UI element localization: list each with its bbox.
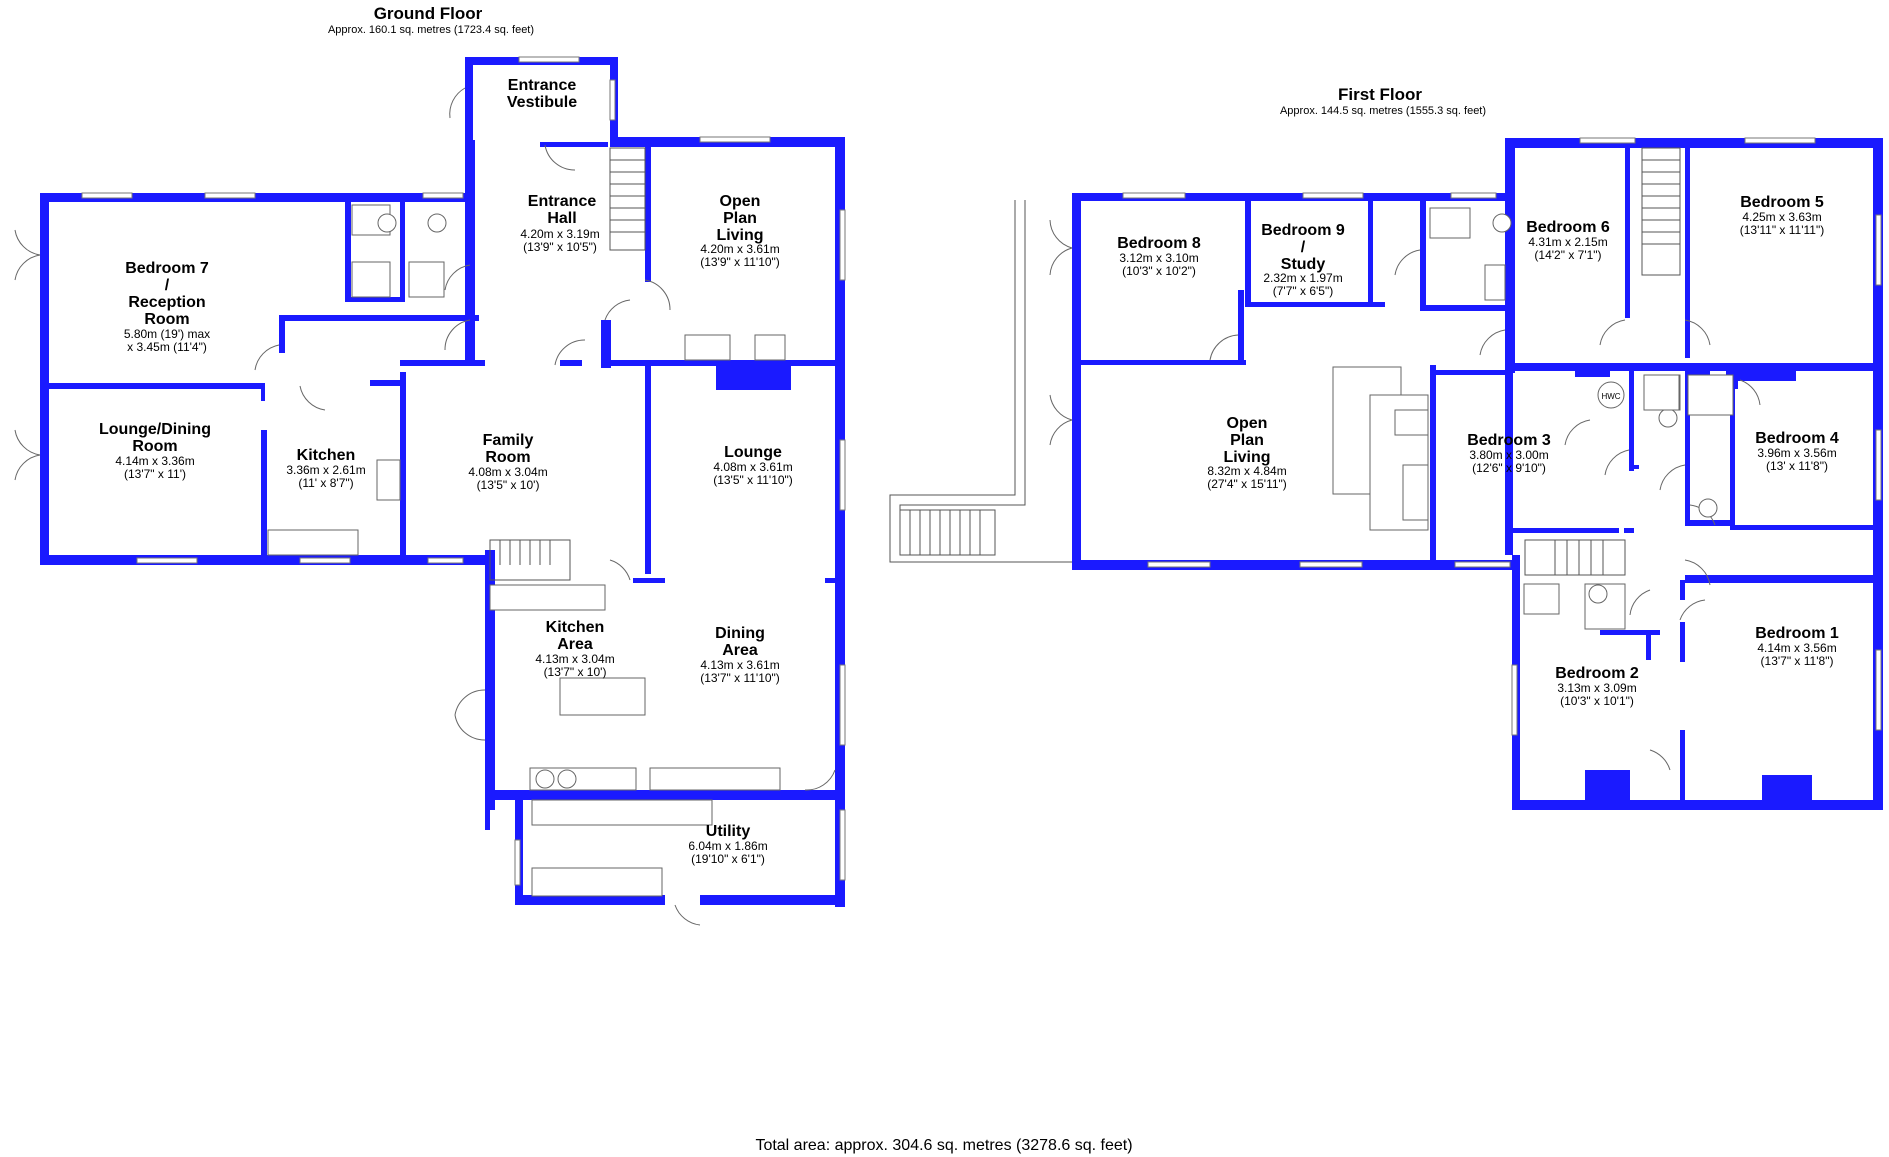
room-dim-entrance-hall-1: 4.20m x 3.19m bbox=[520, 227, 599, 241]
room-dim-open-plan-2: (13'9" x 11'10") bbox=[700, 255, 780, 269]
room-name-kitchen-area-1: Kitchen bbox=[546, 619, 605, 636]
room-name-kitchen: Kitchen bbox=[297, 447, 356, 464]
room-name-bedroom9-1: Bedroom 9 bbox=[1261, 222, 1345, 239]
room-name-bedroom6: Bedroom 6 bbox=[1526, 219, 1610, 236]
room-dim-utility-2: (19'10" x 6'1") bbox=[691, 852, 765, 866]
room-dim-bedroom4-2: (13' x 11'8") bbox=[1766, 459, 1828, 473]
room-dim-bedroom3-2: (12'6" x 9'10") bbox=[1472, 461, 1546, 475]
room-dim-open-plan-ff-2: (27'4" x 15'11") bbox=[1207, 477, 1287, 491]
room-dim-bedroom2-2: (10'3" x 10'1") bbox=[1560, 694, 1634, 708]
room-dim-lounge-dining-2: (13'7" x 11') bbox=[124, 467, 186, 481]
room-name-kitchen-area-2: Area bbox=[557, 636, 593, 653]
first-floor-windows bbox=[1122, 137, 1882, 736]
room-name-bedroom8: Bedroom 8 bbox=[1117, 235, 1201, 252]
room-name-entrance-hall-2: Hall bbox=[547, 210, 576, 227]
room-dim-bedroom2-1: 3.13m x 3.09m bbox=[1557, 681, 1636, 695]
room-name-bedroom7-2: / bbox=[165, 277, 170, 294]
ground-floor-title: Ground Floor bbox=[374, 4, 483, 23]
room-dim-kitchen-area-1: 4.13m x 3.04m bbox=[535, 652, 614, 666]
room-dim-bedroom5-1: 4.25m x 3.63m bbox=[1742, 210, 1821, 224]
room-name-bedroom9-2: / bbox=[1301, 239, 1306, 256]
room-name-bedroom4: Bedroom 4 bbox=[1755, 430, 1839, 447]
room-name-bedroom1: Bedroom 1 bbox=[1755, 625, 1839, 642]
room-dim-bedroom8-1: 3.12m x 3.10m bbox=[1119, 251, 1198, 265]
room-dim-bedroom9-1: 2.32m x 1.97m bbox=[1263, 271, 1342, 285]
room-name-bedroom2: Bedroom 2 bbox=[1555, 665, 1639, 682]
room-dim-family-2: (13'5" x 10') bbox=[477, 478, 540, 492]
room-dim-utility-1: 6.04m x 1.86m bbox=[688, 839, 767, 853]
room-name-vestibule-1: Entrance bbox=[508, 77, 577, 94]
room-dim-bedroom5-2: (13'11" x 11'11") bbox=[1740, 223, 1824, 237]
room-name-open-plan-1: Open bbox=[720, 193, 761, 210]
room-dim-kitchen-2: (11' x 8'7") bbox=[298, 476, 353, 490]
room-name-family-1: Family bbox=[483, 432, 534, 449]
ground-floor-fixtures bbox=[267, 147, 786, 897]
room-dim-open-plan-ff-1: 8.32m x 4.84m bbox=[1207, 464, 1286, 478]
ground-floor-area: Approx. 160.1 sq. metres (1723.4 sq. fee… bbox=[328, 24, 534, 36]
room-name-lounge-dining-1: Lounge/Dining bbox=[99, 421, 211, 438]
ground-floor-plan: Ground Floor Approx. 160.1 sq. metres (1… bbox=[14, 4, 846, 926]
room-dim-lounge-1: 4.08m x 3.61m bbox=[713, 460, 792, 474]
room-name-family-2: Room bbox=[485, 449, 530, 466]
room-dim-bedroom6-2: (14'2" x 7'1") bbox=[1534, 248, 1601, 262]
room-name-open-plan-ff-2: Plan bbox=[1230, 432, 1264, 449]
room-dim-bedroom4-1: 3.96m x 3.56m bbox=[1757, 446, 1836, 460]
room-name-bedroom7-1: Bedroom 7 bbox=[125, 260, 209, 277]
room-dim-bedroom3-1: 3.80m x 3.00m bbox=[1469, 448, 1548, 462]
hwc-label: HWC bbox=[1601, 392, 1620, 401]
room-name-open-plan-2: Plan bbox=[723, 210, 757, 227]
room-name-entrance-hall-1: Entrance bbox=[528, 193, 597, 210]
first-floor-area: Approx. 144.5 sq. metres (1555.3 sq. fee… bbox=[1280, 105, 1486, 117]
room-name-lounge-dining-2: Room bbox=[132, 438, 177, 455]
room-name-vestibule-2: Vestibule bbox=[507, 94, 577, 111]
room-dim-dining-area-1: 4.13m x 3.61m bbox=[700, 658, 779, 672]
room-dim-bedroom6-1: 4.31m x 2.15m bbox=[1528, 235, 1607, 249]
room-name-open-plan-ff-3: Living bbox=[1223, 449, 1270, 466]
room-name-utility: Utility bbox=[706, 823, 751, 840]
room-name-dining-area-1: Dining bbox=[715, 625, 765, 642]
room-name-lounge: Lounge bbox=[724, 444, 782, 461]
room-dim-open-plan-1: 4.20m x 3.61m bbox=[700, 242, 779, 256]
room-name-open-plan-3: Living bbox=[716, 227, 763, 244]
room-name-dining-area-2: Area bbox=[722, 642, 758, 659]
room-dim-kitchen-area-2: (13'7" x 10') bbox=[544, 665, 607, 679]
room-dim-lounge-dining-1: 4.14m x 3.36m bbox=[115, 454, 194, 468]
room-dim-dining-area-2: (13'7" x 11'10") bbox=[700, 671, 780, 685]
room-dim-family-1: 4.08m x 3.04m bbox=[468, 465, 547, 479]
room-name-open-plan-ff-1: Open bbox=[1227, 415, 1268, 432]
room-dim-kitchen-1: 3.36m x 2.61m bbox=[286, 463, 365, 477]
room-dim-bedroom1-1: 4.14m x 3.56m bbox=[1757, 641, 1836, 655]
external-stairs bbox=[899, 509, 996, 556]
ground-floor-windows bbox=[81, 56, 846, 886]
room-name-bedroom3: Bedroom 3 bbox=[1467, 432, 1551, 449]
room-name-bedroom9-3: Study bbox=[1281, 256, 1326, 273]
ground-floor-doors bbox=[14, 87, 836, 926]
room-dim-lounge-2: (13'5" x 11'10") bbox=[713, 473, 793, 487]
room-dim-bedroom8-2: (10'3" x 10'2") bbox=[1122, 264, 1196, 278]
first-floor-fixtures: HWC bbox=[1332, 147, 1734, 630]
first-floor-plan: First Floor Approx. 144.5 sq. metres (15… bbox=[889, 85, 1883, 810]
room-dim-bedroom9-2: (7'7" x 6'5") bbox=[1273, 284, 1333, 298]
room-name-bedroom5: Bedroom 5 bbox=[1740, 194, 1824, 211]
balcony-outline bbox=[889, 200, 1075, 563]
first-floor-title: First Floor bbox=[1338, 85, 1422, 104]
total-area: Total area: approx. 304.6 sq. metres (32… bbox=[755, 1137, 1132, 1154]
room-dim-bedroom7-1: 5.80m (19') max bbox=[124, 327, 210, 341]
room-dim-bedroom1-2: (13'7" x 11'8") bbox=[1761, 654, 1834, 668]
first-floor-labels: Bedroom 8 3.12m x 3.10m (10'3" x 10'2") … bbox=[1117, 194, 1839, 708]
room-name-bedroom7-4: Room bbox=[144, 311, 189, 328]
room-name-bedroom7-3: Reception bbox=[128, 294, 205, 311]
room-dim-bedroom7-2: x 3.45m (11'4") bbox=[127, 340, 207, 354]
room-dim-entrance-hall-2: (13'9" x 10'5") bbox=[523, 240, 597, 254]
ground-floor-labels: Entrance Vestibule Entrance Hall 4.20m x… bbox=[99, 77, 793, 866]
